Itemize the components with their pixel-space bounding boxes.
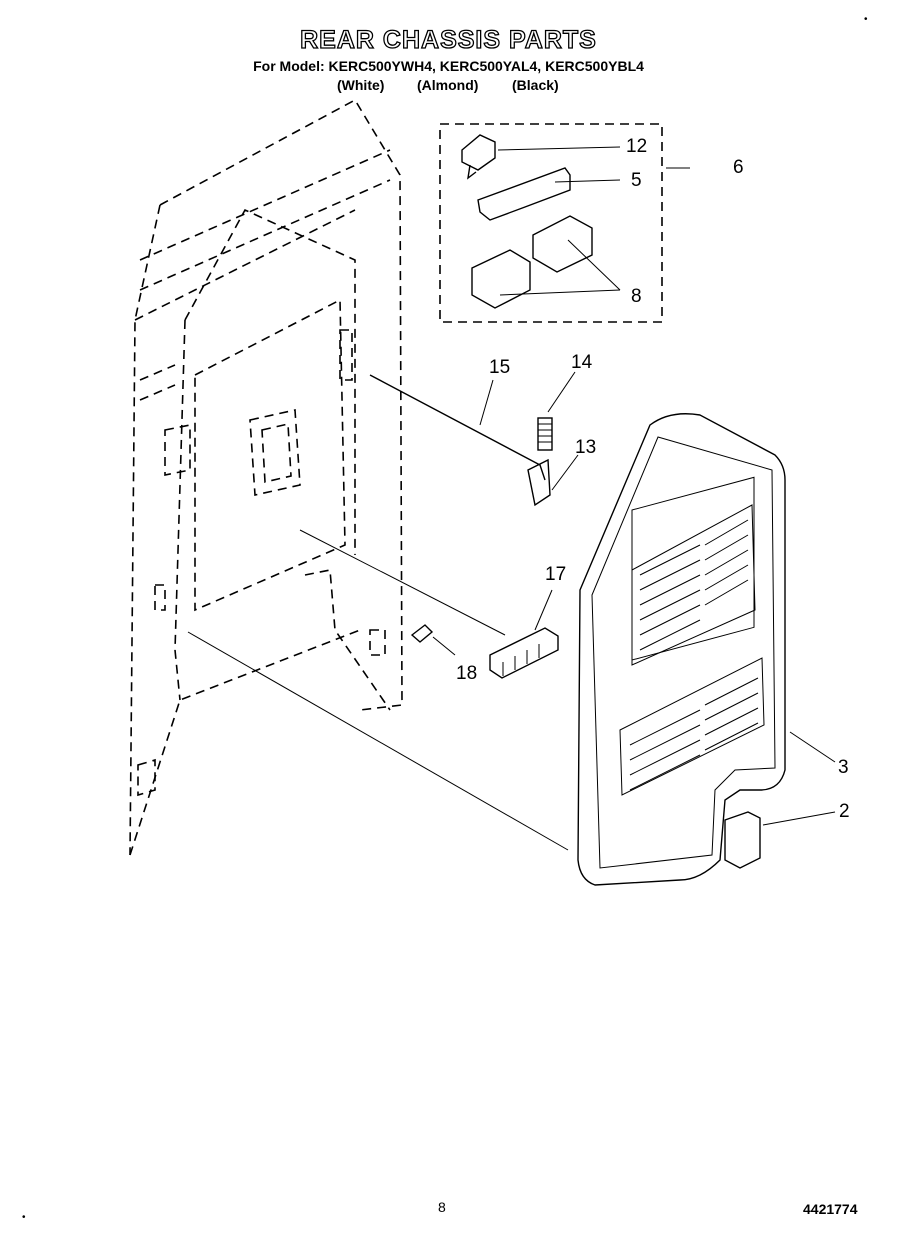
- part-5: [477, 167, 621, 221]
- guide-line: [187, 631, 569, 851]
- model-line: For Model: KERC500YWH4, KERC500YAL4, KER…: [253, 58, 644, 74]
- variant-white: (White): [337, 77, 385, 93]
- callout-15: 15: [489, 357, 511, 378]
- part-12: [461, 134, 621, 180]
- part-3-rear-panel: [577, 413, 836, 886]
- guide-line: [299, 529, 506, 636]
- variant-black: (Black): [512, 77, 559, 93]
- registration-mark: •: [864, 14, 868, 25]
- callout-17: 17: [545, 564, 567, 585]
- part-14: [537, 371, 576, 451]
- part-8: [471, 215, 621, 309]
- callout-3: 3: [838, 757, 849, 778]
- part-18: [410, 624, 456, 656]
- callout-18: 18: [456, 663, 478, 684]
- callout-13: 13: [575, 437, 597, 458]
- page-number: 8: [438, 1199, 446, 1215]
- page-title: REAR CHASSIS PARTS: [299, 25, 597, 54]
- part-15: [369, 374, 546, 481]
- callout-6: 6: [733, 157, 744, 178]
- registration-mark: •: [22, 1212, 26, 1223]
- callout-5: 5: [631, 170, 642, 191]
- range-body-outline: [129, 98, 403, 856]
- part-2: [724, 811, 836, 869]
- callout-8: 8: [631, 286, 642, 307]
- callout-12: 12: [626, 136, 648, 157]
- document-code: 4421774: [803, 1201, 858, 1217]
- variant-almond: (Almond): [417, 77, 479, 93]
- kit-box: [439, 123, 663, 323]
- part-13: [527, 454, 579, 507]
- callout-2: 2: [839, 801, 850, 822]
- callout-14: 14: [571, 352, 593, 373]
- part-17: [489, 589, 559, 679]
